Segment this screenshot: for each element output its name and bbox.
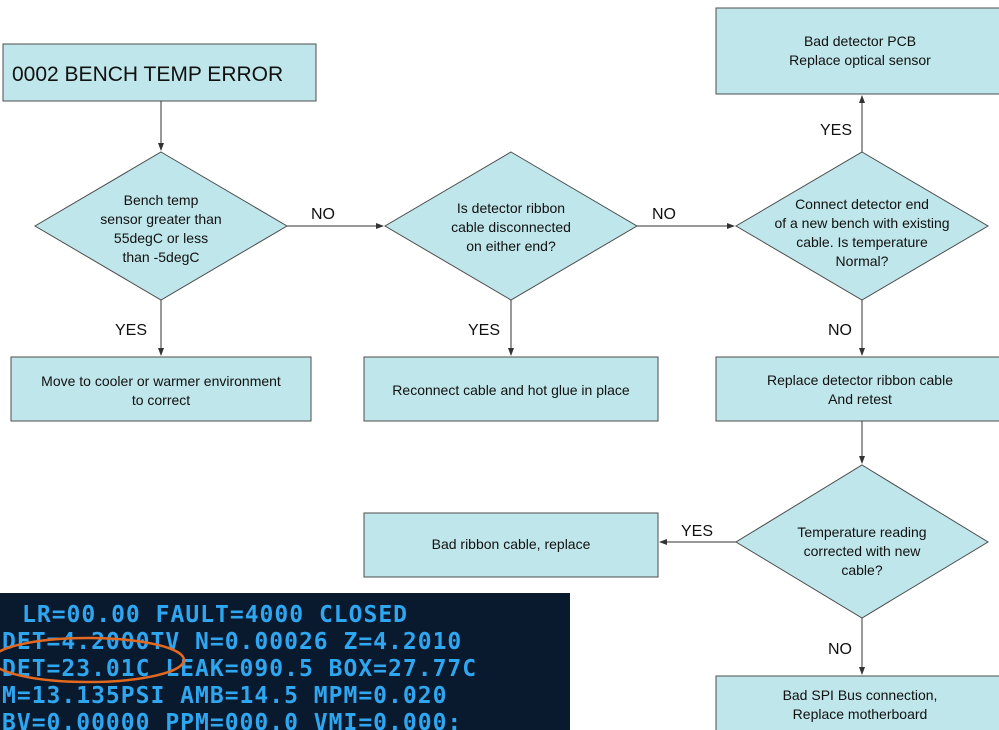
edge-label-no: NO: [652, 206, 676, 223]
node-text-line: Replace optical sensor: [789, 52, 931, 68]
title-box: 0002 BENCH TEMP ERROR: [2, 43, 317, 102]
decision-ribbon-disconnected: Is detector ribbon cable disconnected on e…: [384, 151, 638, 301]
node-text-line: cable disconnected: [451, 219, 571, 235]
node-text-line: Reconnect cable and hot glue in place: [392, 382, 630, 398]
node-text-line: Bench temp: [124, 192, 199, 208]
display-line: DET=4.2000TV N=0.00026 Z=4.2010: [2, 629, 462, 655]
node-text-line: Bad detector PCB: [804, 33, 916, 49]
edges: [158, 95, 865, 675]
node-text: Move to cooler or warmer environment to c…: [41, 373, 281, 408]
node-text-line: than -5degC: [122, 249, 199, 265]
decision-temp-corrected: Temperature reading corrected with new cab…: [735, 464, 989, 619]
node-text: Bench temp sensor greater than 55degC or l…: [100, 192, 221, 265]
display-line: LR=00.00 FAULT=4000 CLOSED: [22, 602, 408, 628]
node-text-line: cable?: [841, 562, 882, 578]
edge-label-no: NO: [828, 322, 852, 339]
highlight-circle: [0, 636, 186, 684]
node-text-line: Connect detector end: [795, 196, 929, 212]
node-text-line: Temperature reading: [797, 524, 926, 540]
box-reconnect-cable: Reconnect cable and hot glue in place: [363, 356, 659, 422]
node-text-line: on either end?: [466, 238, 556, 254]
node-text: Reconnect cable and hot glue in place: [392, 382, 630, 398]
node-text-line: Replace motherboard: [793, 706, 928, 722]
node-text: Temperature reading corrected with new cab…: [797, 524, 926, 578]
node-text: Is detector ribbon cable disconnected on e…: [451, 200, 571, 254]
box-bad-ribbon-cable: Bad ribbon cable, replace: [363, 512, 659, 578]
node-text-line: corrected with new: [804, 543, 922, 559]
edge-label-yes: YES: [681, 523, 713, 540]
node-text-line: to correct: [132, 392, 190, 408]
node-text-line: Move to cooler or warmer environment: [41, 373, 281, 389]
node-text-line: Is detector ribbon: [457, 200, 565, 216]
edge-label-no: NO: [828, 641, 852, 658]
node-text-line: sensor greater than: [100, 211, 221, 227]
node-text: Bad SPI Bus connection, Replace motherboa…: [783, 687, 938, 722]
node-text: Connect detector end of a new bench with …: [774, 196, 949, 269]
display-line: BV=0.00000 PPM=000.0 VMI=0.000:: [2, 710, 462, 730]
node-text: Bad ribbon cable, replace: [432, 536, 591, 552]
edge-label-yes: YES: [115, 322, 147, 339]
display-line: DET=23.01C LEAK=090.5 BOX=27.77C: [2, 656, 477, 682]
node-text-line: cable. Is temperature: [796, 234, 928, 250]
box-bad-detector-pcb: Bad detector PCB Replace optical sensor: [715, 7, 999, 95]
node-text-line: Bad SPI Bus connection,: [783, 687, 938, 703]
node-text-line: 55degC or less: [114, 230, 208, 246]
node-text-line: And retest: [828, 391, 892, 407]
edge-label-yes: YES: [820, 122, 852, 139]
box-bad-spi-bus: Bad SPI Bus connection, Replace motherboa…: [715, 675, 999, 730]
decision-new-bench: Connect detector end of a new bench with …: [735, 151, 989, 301]
edge-label-yes: YES: [468, 322, 500, 339]
display-line: M=13.135PSI AMB=14.5 MPM=0.020: [2, 683, 447, 709]
decision-bench-temp: Bench temp sensor greater than 55degC or l…: [34, 151, 288, 301]
box-move-environment: Move to cooler or warmer environment to c…: [10, 356, 312, 422]
node-text-line: Bad ribbon cable, replace: [432, 536, 591, 552]
edge-label-no: NO: [311, 206, 335, 223]
node-text-line: Replace detector ribbon cable: [767, 372, 953, 388]
title-label: 0002 BENCH TEMP ERROR: [12, 63, 283, 86]
node-text: Bad detector PCB Replace optical sensor: [789, 33, 931, 68]
node-text-line: Normal?: [836, 253, 889, 269]
node-text-line: of a new bench with existing: [774, 215, 949, 231]
